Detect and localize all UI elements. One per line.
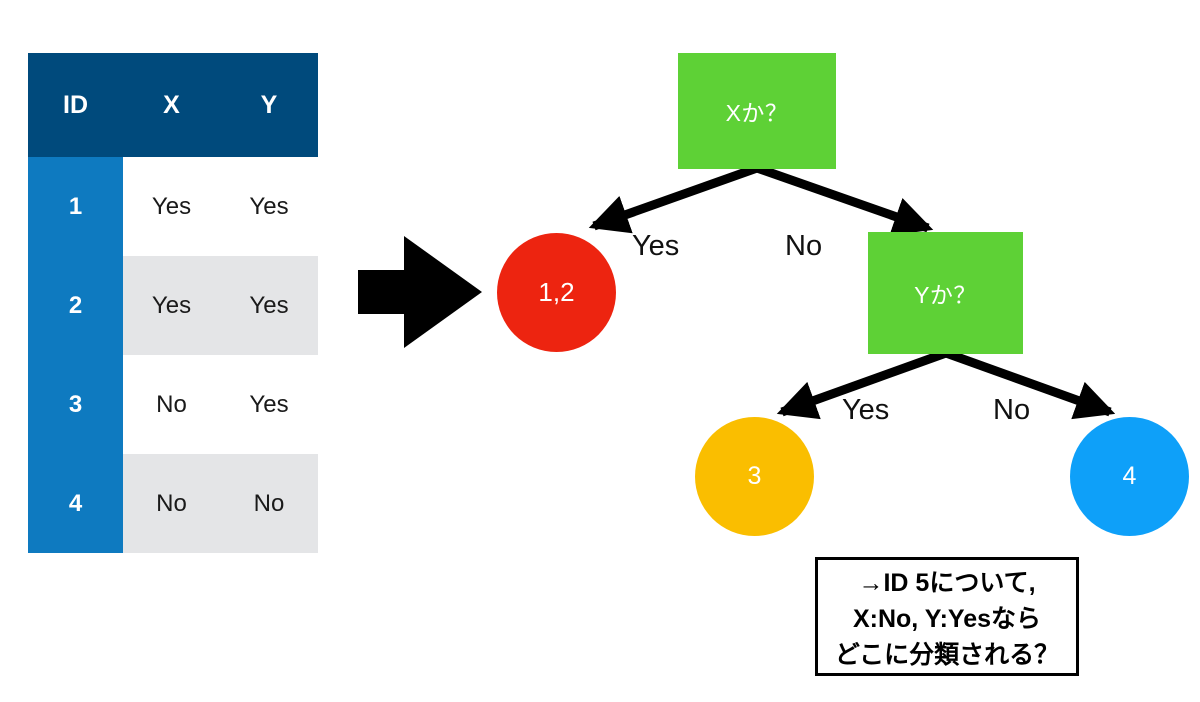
edge-label-root-yes: Yes [632,230,680,262]
question-note: →ID 5について, X:No, Y:Yesなら どこに分類される？ [815,557,1079,676]
cell-y: Yes [220,256,318,355]
leaf-node-3[interactable]: 3 [695,417,814,536]
edge-label-branch-no: No [993,394,1031,426]
data-table: ID X Y 1 Yes Yes 2 Yes Yes 3 No Yes 4 No… [28,53,318,553]
table-row: 3 No Yes [28,355,318,454]
leaf-node-4[interactable]: 4 [1070,417,1189,536]
cell-x: No [123,454,220,553]
cell-y: Yes [220,157,318,256]
table-row: 2 Yes Yes [28,256,318,355]
cell-id: 2 [28,256,123,355]
edge-label-root-no: No [785,230,823,262]
cell-x: Yes [123,256,220,355]
note-line: どこに分類される？ [834,641,1060,669]
right-block-arrow-icon [358,236,482,348]
table-header-row: ID X Y [28,53,318,157]
decision-node-y[interactable]: Yか？ [868,232,1023,354]
cell-id: 1 [28,157,123,256]
cell-y: No [220,454,318,553]
cell-x: Yes [123,157,220,256]
edge-root-yes [588,163,759,234]
table-row: 1 Yes Yes [28,157,318,256]
edge-root-no [755,163,934,236]
note-line: →ID 5について, [858,569,1036,597]
table-row: 4 No No [28,454,318,553]
note-line: X:No, Y:Yesなら [852,605,1041,633]
column-header-id: ID [63,90,88,119]
column-header-y: Y [260,90,278,119]
cell-x: No [123,355,220,454]
decision-node-x[interactable]: Xか？ [678,53,836,169]
edge-label-branch-yes: Yes [842,394,890,426]
cell-id: 3 [28,355,123,454]
cell-y: Yes [220,355,318,454]
cell-id: 4 [28,454,123,553]
column-header-x: X [163,90,180,119]
leaf-node-1-2[interactable]: 1,2 [497,233,616,352]
